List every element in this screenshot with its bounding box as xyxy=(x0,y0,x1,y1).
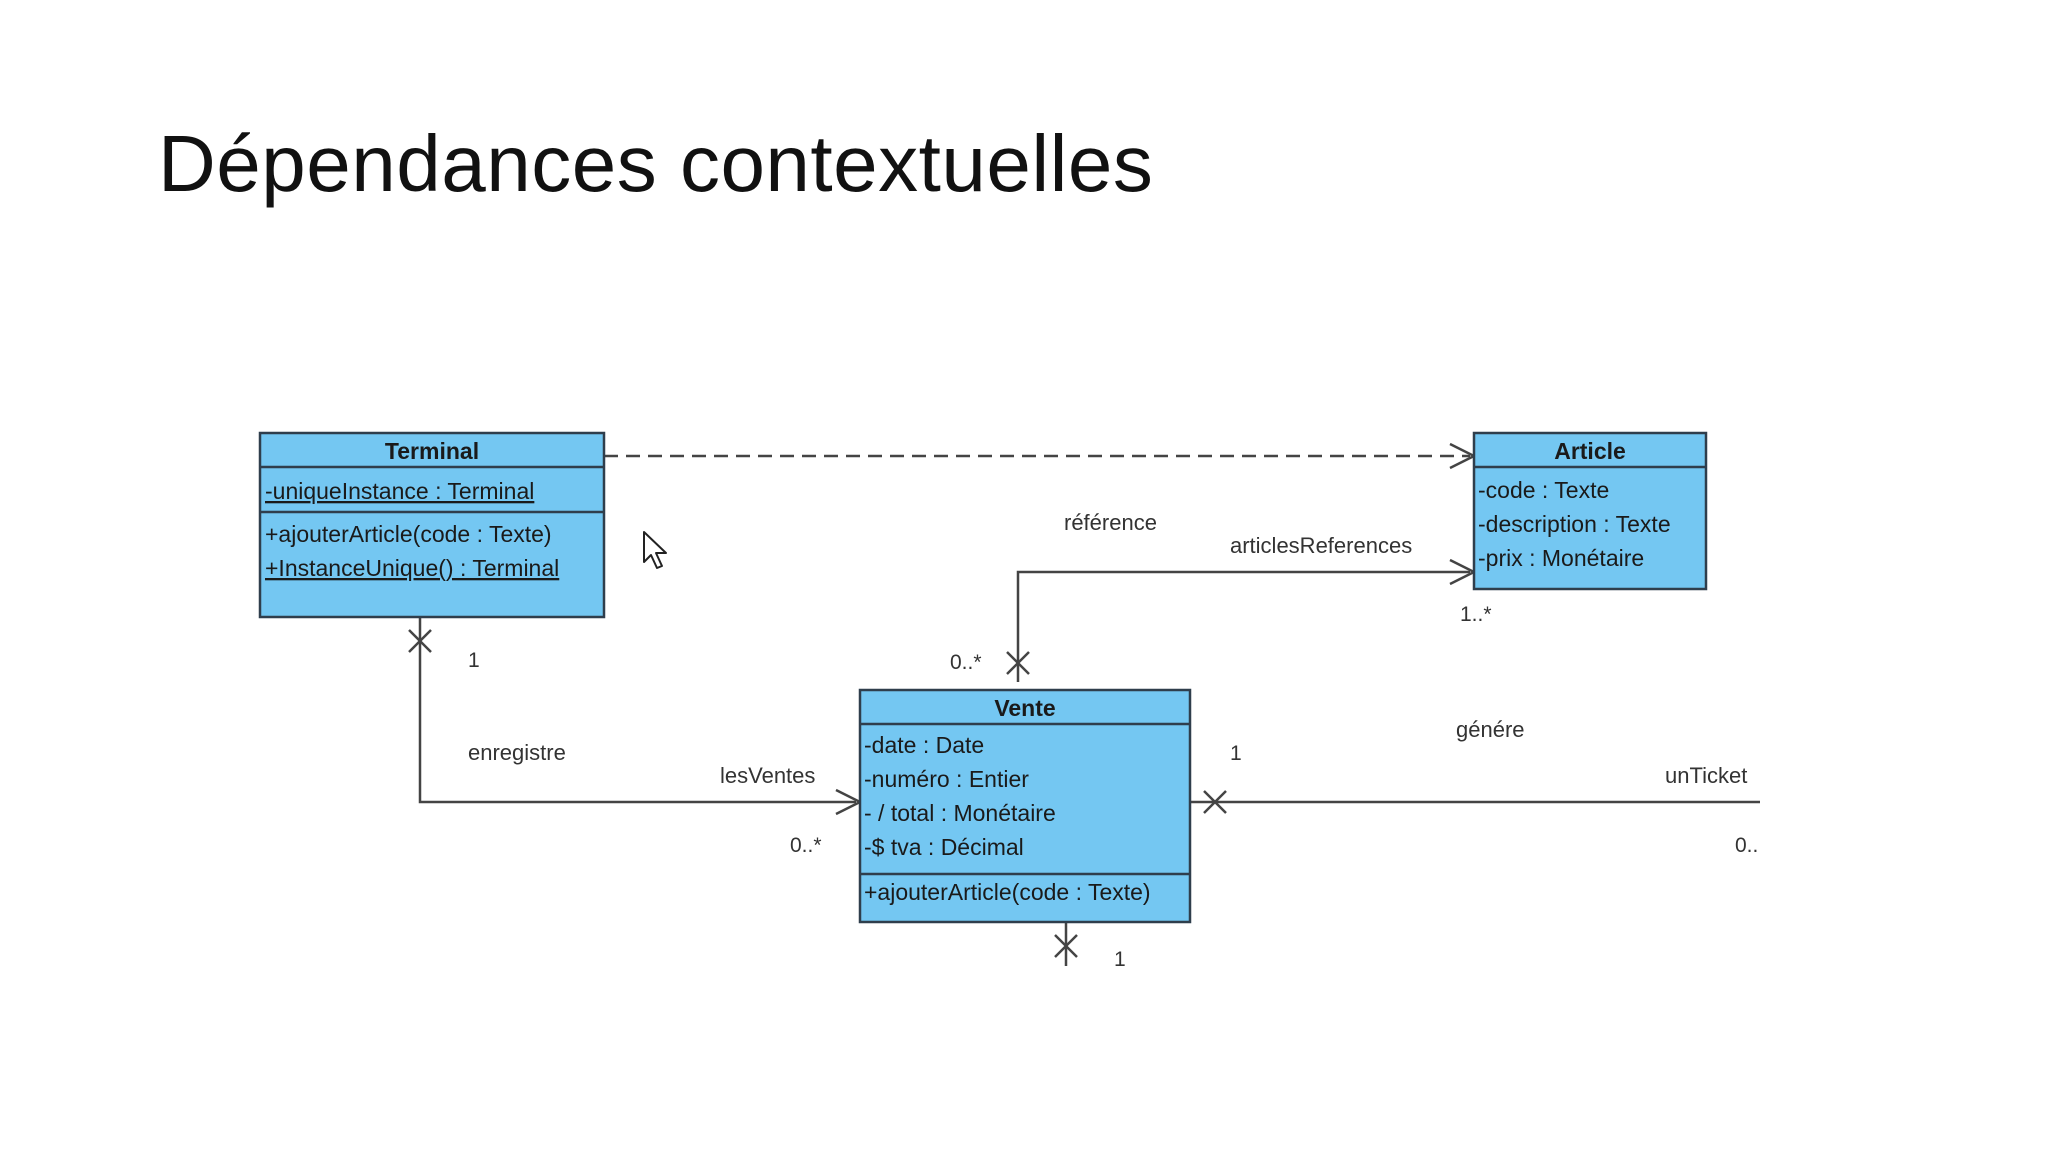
class-vente-operation: +ajouterArticle(code : Texte) xyxy=(864,879,1151,905)
vente-bottom-mult: 1 xyxy=(1114,948,1126,971)
enregistre-mult-target: 0..* xyxy=(790,834,822,857)
class-terminal-attribute: -uniqueInstance : Terminal xyxy=(265,478,534,504)
mouse-cursor-icon xyxy=(643,531,667,569)
class-vente-name: Vente xyxy=(994,695,1055,721)
reference-x-mark-2 xyxy=(1006,651,1030,675)
reference-role-label: articlesReferences xyxy=(1230,533,1412,558)
class-vente-attribute: -$ tva : Décimal xyxy=(864,834,1024,860)
enregistre-mult-source: 1 xyxy=(468,649,480,672)
reference-association-line xyxy=(1016,570,1470,682)
genere-role-label: unTicket xyxy=(1665,763,1747,788)
class-vente[interactable]: Vente -date : Date -numéro : Entier - / … xyxy=(858,688,1192,924)
class-terminal-box xyxy=(258,431,606,619)
reference-association-name: référence xyxy=(1064,510,1157,535)
class-article-attribute: -code : Texte xyxy=(1478,477,1609,503)
genere-x-mark-2 xyxy=(1203,790,1227,814)
enregistre-x-mark-2 xyxy=(408,629,432,653)
class-vente-attribute: - / total : Monétaire xyxy=(864,800,1056,826)
class-article-box xyxy=(1472,431,1708,591)
slide-title: Dépendances contextuelles xyxy=(158,119,1154,208)
reference-mult-target: 1..* xyxy=(1460,603,1492,626)
class-vente-attribute: -date : Date xyxy=(864,732,984,758)
class-vente-attribute: -numéro : Entier xyxy=(864,766,1029,792)
class-article-attribute: -prix : Monétaire xyxy=(1478,545,1644,571)
enregistre-association-name: enregistre xyxy=(468,740,566,765)
reference-mult-source: 0..* xyxy=(950,651,982,674)
class-vente-box xyxy=(858,688,1192,924)
vente-bottom-x-mark-2 xyxy=(1054,934,1078,958)
class-article-attribute: -description : Texte xyxy=(1478,511,1671,537)
class-terminal[interactable]: Terminal -uniqueInstance : Terminal +ajo… xyxy=(258,431,606,619)
genere-association-name: génére xyxy=(1456,717,1525,742)
class-terminal-name: Terminal xyxy=(385,438,479,464)
class-article-name: Article xyxy=(1554,438,1626,464)
genere-mult-target: 0.. xyxy=(1735,834,1758,857)
enregistre-role-label: lesVentes xyxy=(720,763,815,788)
class-terminal-operation: +ajouterArticle(code : Texte) xyxy=(265,521,552,547)
class-terminal-operation: +InstanceUnique() : Terminal xyxy=(265,555,559,581)
enregistre-association-line xyxy=(418,617,856,804)
class-article[interactable]: Article -code : Texte -description : Tex… xyxy=(1472,431,1708,591)
genere-mult-source: 1 xyxy=(1230,742,1242,765)
